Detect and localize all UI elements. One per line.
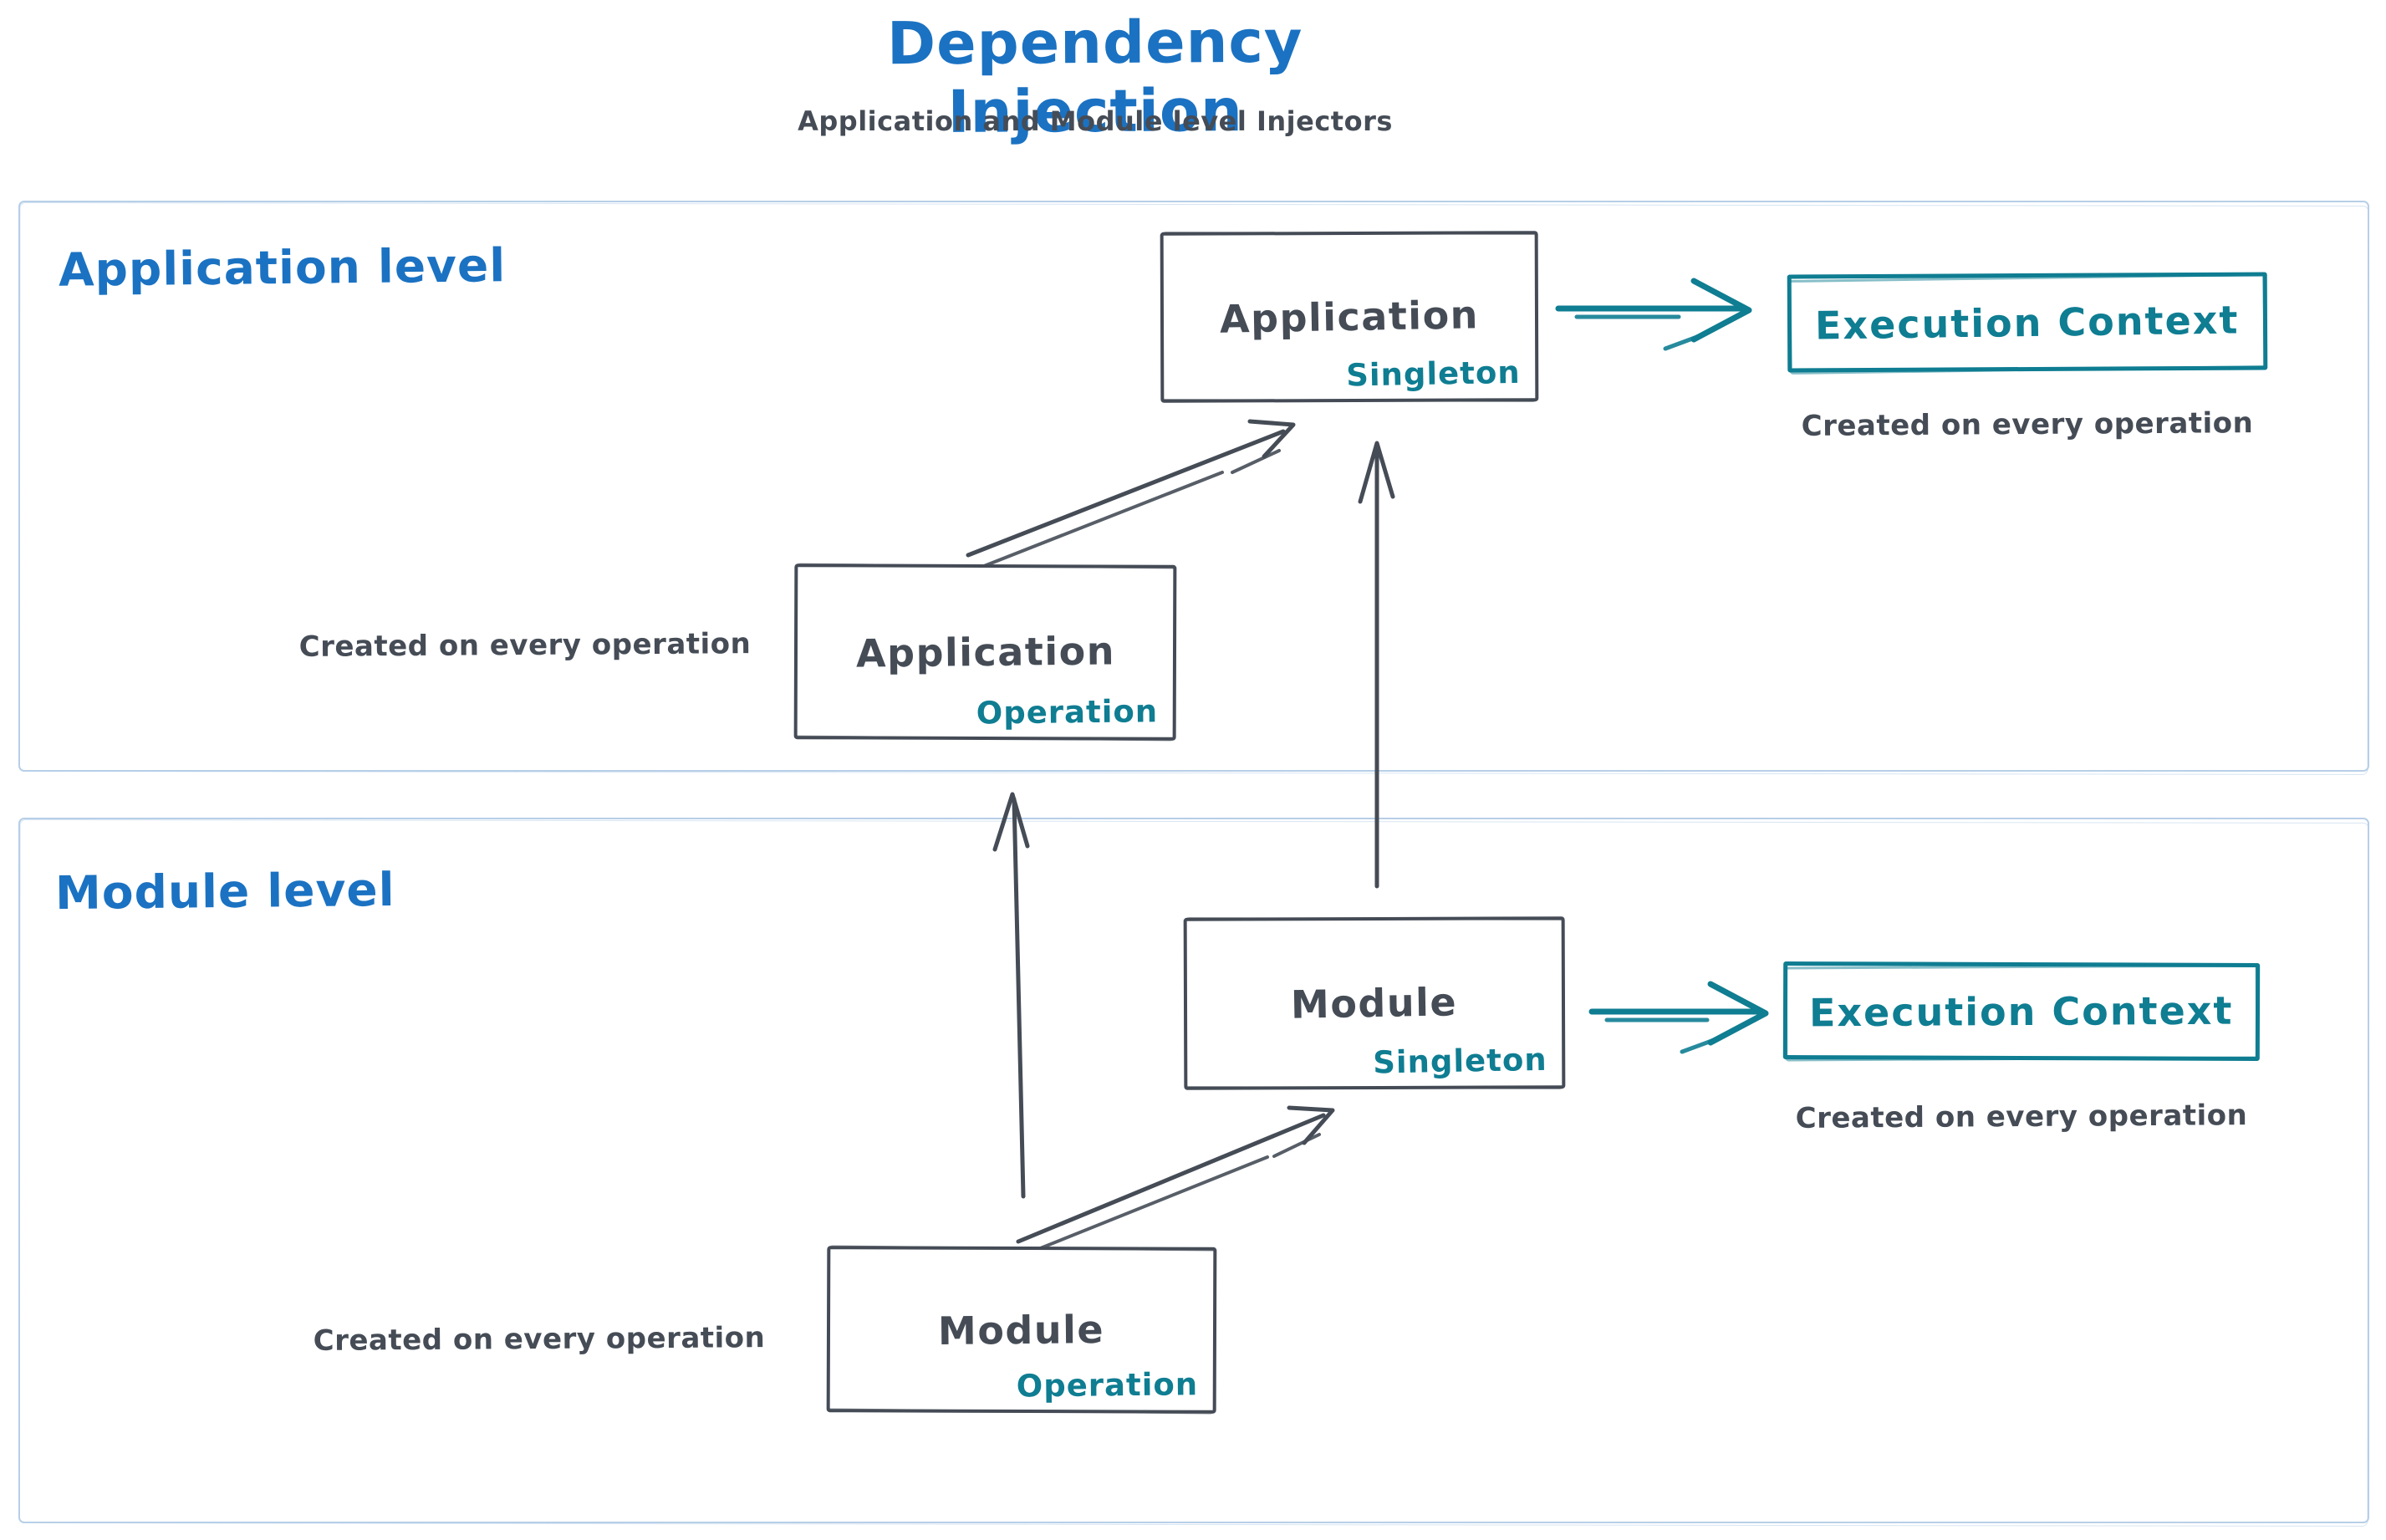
application-execution-context-label: Execution Context — [1814, 296, 2241, 349]
application-singleton-title: Application — [1219, 292, 1480, 342]
application-level-label: Application level — [58, 238, 507, 297]
application-note-left: Created on every operation — [298, 627, 752, 664]
module-note-left: Created on every operation — [313, 1321, 766, 1358]
module-singleton-node: Module Singleton — [1183, 916, 1566, 1090]
module-execution-context-node: Execution Context — [1782, 961, 2261, 1061]
module-operation-title: Module — [938, 1306, 1105, 1354]
module-singleton-tag: Singleton — [1372, 1041, 1547, 1081]
application-note-right: Created on every operation — [1801, 406, 2254, 443]
module-level-section — [18, 818, 2369, 1523]
module-level-label: Module level — [54, 862, 395, 920]
module-singleton-title: Module — [1291, 979, 1458, 1028]
module-operation-node: Module Operation — [826, 1246, 1217, 1414]
page-subtitle: Application and Module level Injectors — [798, 105, 1393, 137]
application-operation-tag: Operation — [976, 693, 1158, 732]
application-level-section — [18, 201, 2369, 772]
module-note-right: Created on every operation — [1795, 1099, 2248, 1135]
module-execution-context-label: Execution Context — [1809, 987, 2234, 1035]
module-operation-tag: Operation — [1016, 1366, 1198, 1405]
application-singleton-node: Application Singleton — [1160, 231, 1539, 403]
application-execution-context-node: Execution Context — [1787, 272, 2268, 373]
application-operation-node: Application Operation — [793, 563, 1177, 741]
application-operation-title: Application — [855, 628, 1115, 676]
application-singleton-tag: Singleton — [1345, 354, 1521, 394]
